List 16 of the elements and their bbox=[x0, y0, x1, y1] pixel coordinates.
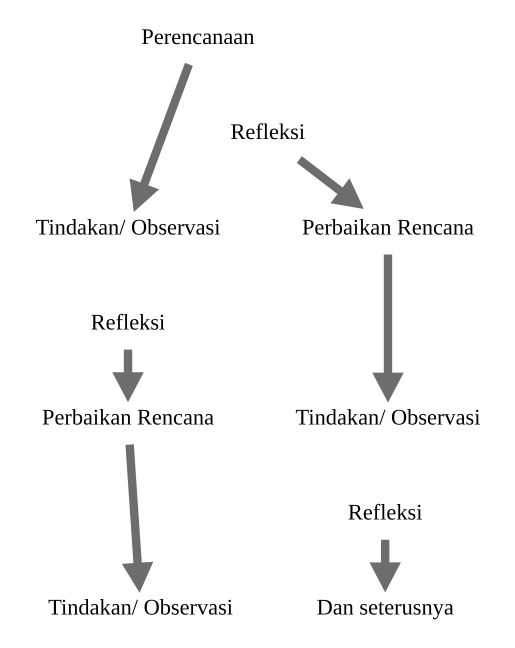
node-text: Perbaikan Rencana bbox=[42, 404, 214, 430]
arrow bbox=[129, 62, 192, 212]
arrow bbox=[112, 350, 144, 402]
arrow bbox=[372, 254, 404, 403]
node-text: Tindakan/ Observasi bbox=[35, 214, 220, 240]
node-text: Dan seterusnya bbox=[316, 594, 454, 620]
node-text: Refleksi bbox=[90, 309, 165, 334]
node-text: Tindakan/ Observasi bbox=[295, 404, 480, 430]
node-text: Perencanaan bbox=[140, 24, 254, 50]
arrow bbox=[121, 444, 153, 593]
arrow bbox=[296, 156, 364, 209]
arrow bbox=[368, 540, 400, 592]
node-text: Tindakan/ Observasi bbox=[48, 594, 233, 620]
node-text: Refleksi bbox=[230, 119, 305, 144]
node-text: Perbaikan Rencana bbox=[302, 214, 474, 240]
node-text: Refleksi bbox=[347, 499, 422, 524]
